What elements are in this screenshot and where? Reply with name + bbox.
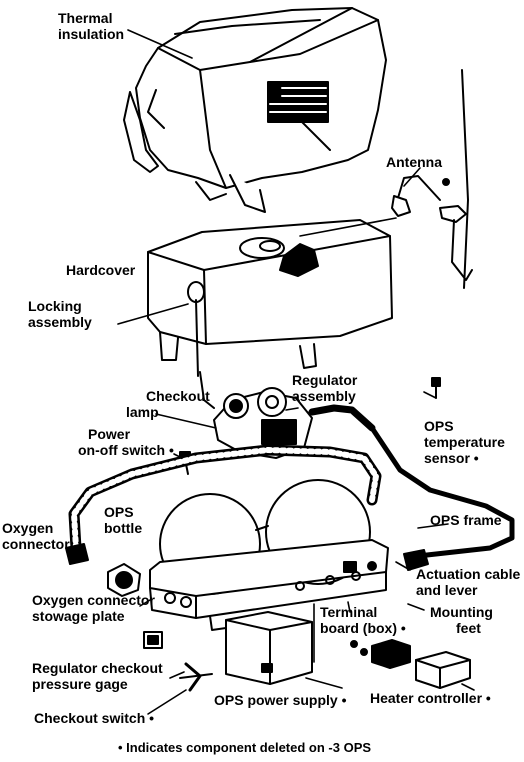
hardcover — [147, 219, 393, 377]
label-checkout-switch: Checkout switch • — [34, 710, 155, 726]
label-thermal-insulation: Thermal insulation — [58, 10, 125, 42]
label-actuation-cable: Actuation cable and lever — [416, 566, 521, 598]
footnote: • Indicates component deleted on -3 OPS — [118, 740, 372, 755]
label-terminal-board: Terminal board (box) • — [320, 604, 406, 636]
pressure-gage — [143, 631, 163, 649]
label-ops-frame: OPS frame — [430, 512, 502, 528]
flex-hose — [65, 444, 382, 565]
label-oxygen-stowage-plate: Oxygen connector stowage plate — [32, 592, 155, 624]
leader-lines — [117, 29, 475, 715]
label-regulator-gage: Regulator checkout pressure gage — [32, 660, 163, 692]
label-ops-temperature-sensor: OPS temperature sensor • — [424, 418, 505, 466]
stowage-plate — [107, 563, 141, 597]
terminal-board — [350, 639, 411, 669]
thermal-insulation-cover — [123, 7, 387, 213]
label-oxygen-connector: Oxygen connector — [2, 520, 70, 552]
label-hardcover: Hardcover — [66, 262, 136, 278]
regulator-assembly — [199, 371, 313, 459]
label-heater-controller: Heater controller • — [370, 690, 491, 706]
label-power-switch: Power on-off switch • — [78, 426, 174, 458]
label-regulator-assembly: Regulator assembly — [292, 372, 358, 404]
heater-controller — [415, 651, 471, 689]
label-mounting-feet: Mounting feet — [430, 604, 493, 636]
temperature-sensor-cable — [308, 377, 515, 571]
label-antenna: Antenna — [386, 154, 442, 170]
checkout-switch — [179, 662, 213, 692]
label-locking-assembly: Locking assembly — [28, 298, 92, 330]
label-checkout-lamp: Checkout lamp — [126, 388, 210, 420]
ops-power-supply — [209, 611, 313, 685]
label-ops-bottle: OPS bottle — [104, 504, 143, 536]
antenna — [391, 69, 473, 289]
label-ops-power-supply: OPS power supply • — [214, 692, 347, 708]
ops-frame — [149, 539, 389, 619]
